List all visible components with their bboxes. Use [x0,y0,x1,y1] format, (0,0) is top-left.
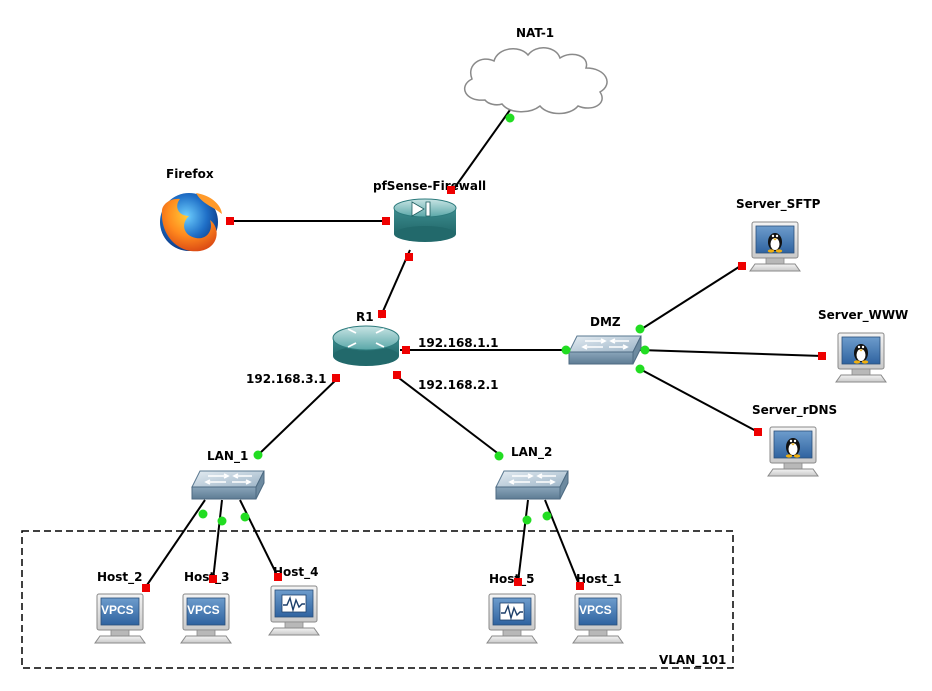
port-up-indicator [217,516,227,526]
host3-screen-text: VPCS [187,603,220,617]
firewall-node[interactable]: pfSense-Firewall [373,179,486,242]
host5-node[interactable]: Host_5 [486,572,538,644]
port-up-indicator [253,450,263,460]
port-up-indicator [522,515,532,525]
host4-node[interactable]: Host_4 [268,565,320,636]
port-down-indicator [226,217,234,225]
server-www-node[interactable]: Server_WWW [818,308,908,383]
vlan-box[interactable]: VLAN_101 [21,530,734,669]
cloud-icon [463,47,608,115]
link-nat-firewall[interactable] [452,109,511,191]
port-down-indicator [405,253,413,261]
port-down-indicator [818,352,826,360]
port-down-indicator [209,575,217,583]
port-down-indicator [332,374,340,382]
dmz-label: DMZ [590,315,621,329]
link-lan2-host5[interactable] [517,499,529,583]
port-down-indicator [514,578,522,586]
port-down-indicator [447,186,455,194]
vlan-label: VLAN_101 [659,653,726,668]
link-lan1-host3[interactable] [212,499,223,581]
switch-icon [191,470,265,500]
lan2-switch-node[interactable]: LAN_2 [495,445,569,500]
port-down-indicator [402,346,410,354]
port-down-indicator [382,217,390,225]
switch-icon [568,335,642,365]
firewall-icon [393,198,457,242]
server-www-label: Server_WWW [818,308,908,323]
nat-node[interactable]: NAT-1 [463,26,608,115]
r1-dmz-ip-label: 192.168.1.1 [418,336,498,350]
r1-label: R1 [356,310,374,324]
port-indicators [142,113,826,592]
firefox-icon [160,193,222,252]
linux-server-icon [749,221,801,272]
host1-screen-text: VPCS [579,603,612,617]
host4-label: Host_4 [273,565,319,580]
port-up-indicator [198,509,208,519]
vpcs-icon [180,593,232,644]
vpcs-icon [572,593,624,644]
switch-icon [495,470,569,500]
dmz-switch-node[interactable]: DMZ [568,315,642,365]
host1-node[interactable]: VPCS Host_1 [572,572,624,644]
server-sftp-node[interactable]: Server_SFTP [736,197,821,272]
workstation-icon [268,585,320,636]
port-down-indicator [274,573,282,581]
firewall-label: pfSense-Firewall [373,179,486,193]
router-r1-node[interactable]: R1 [332,310,400,366]
port-down-indicator [754,428,762,436]
port-up-indicator [640,345,650,355]
port-up-indicator [635,364,645,374]
host3-node[interactable]: VPCS Host_3 [180,570,232,644]
link-firewall-r1[interactable] [379,249,411,319]
port-up-indicator [635,324,645,334]
firefox-label: Firefox [166,167,214,181]
link-dmz-rdns[interactable] [637,367,759,433]
port-up-indicator [494,451,504,461]
linux-server-icon [835,332,887,383]
host2-screen-text: VPCS [101,603,134,617]
host1-label: Host_1 [576,572,622,587]
port-up-indicator [542,511,552,521]
nat-label: NAT-1 [516,26,554,40]
port-up-indicator [561,345,571,355]
firefox-node[interactable]: Firefox [160,167,222,252]
host5-label: Host_5 [489,572,535,587]
r1-lan2-ip-label: 192.168.2.1 [418,378,498,392]
server-rdns-label: Server_rDNS [752,403,837,418]
host2-label: Host_2 [97,570,143,585]
host3-label: Host_3 [184,570,230,585]
linux-server-icon [767,426,819,477]
port-down-indicator [142,584,150,592]
host2-node[interactable]: VPCS Host_2 [94,570,146,644]
vpcs-icon [94,593,146,644]
link-dmz-www[interactable] [639,349,823,357]
lan1-switch-node[interactable]: LAN_1 [191,449,265,500]
link-r1-lan1[interactable] [257,377,339,456]
server-sftp-label: Server_SFTP [736,197,821,212]
router-icon [332,325,400,366]
port-up-indicator [505,113,515,123]
link-lan1-host2[interactable] [144,499,206,589]
server-rdns-node[interactable]: Server_rDNS [752,403,837,477]
port-up-indicator [240,512,250,522]
lan2-label: LAN_2 [511,445,552,460]
lan1-label: LAN_1 [207,449,248,464]
workstation-icon [486,593,538,644]
port-down-indicator [738,262,746,270]
port-down-indicator [393,371,401,379]
port-down-indicator [576,582,584,590]
port-down-indicator [378,310,386,318]
link-r1-lan2[interactable] [394,374,501,456]
r1-lan1-ip-label: 192.168.3.1 [246,372,326,386]
link-dmz-sftp[interactable] [639,264,743,331]
